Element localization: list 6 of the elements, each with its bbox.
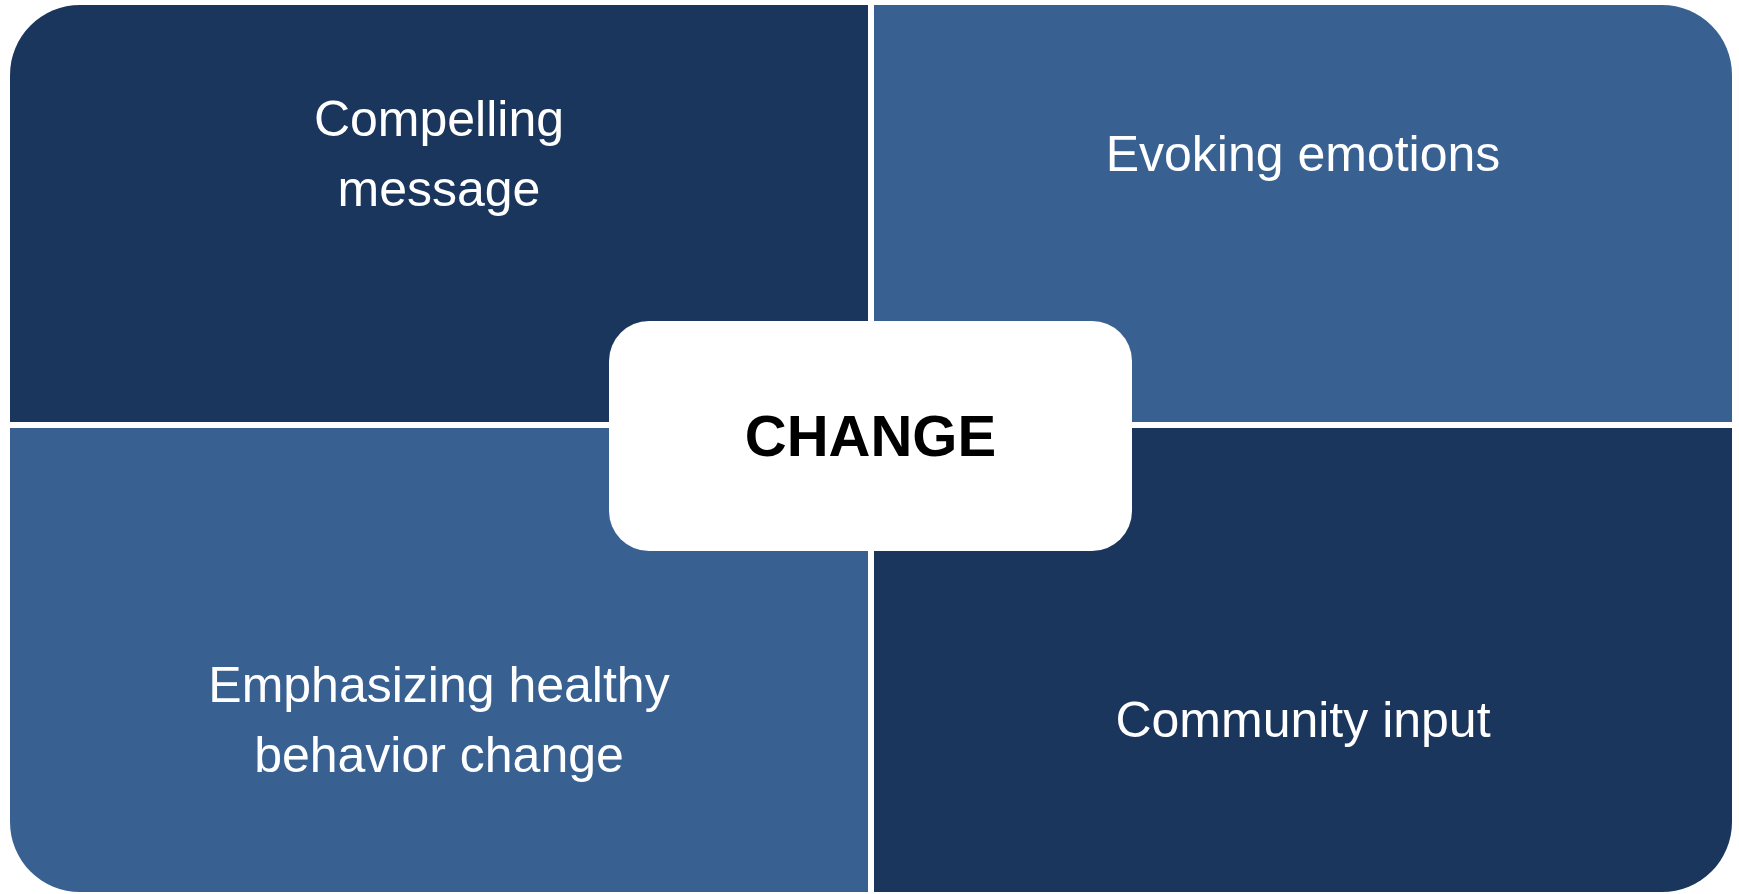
center-heading: CHANGE bbox=[744, 402, 997, 471]
panel-text: Emphasizing healthy behavior change bbox=[207, 656, 671, 785]
center-box bbox=[609, 321, 1132, 551]
panel-text: Evoking emotions bbox=[1105, 124, 1501, 184]
panel-text: Compelling message bbox=[312, 89, 566, 219]
panel-text: Community input bbox=[1115, 691, 1491, 750]
